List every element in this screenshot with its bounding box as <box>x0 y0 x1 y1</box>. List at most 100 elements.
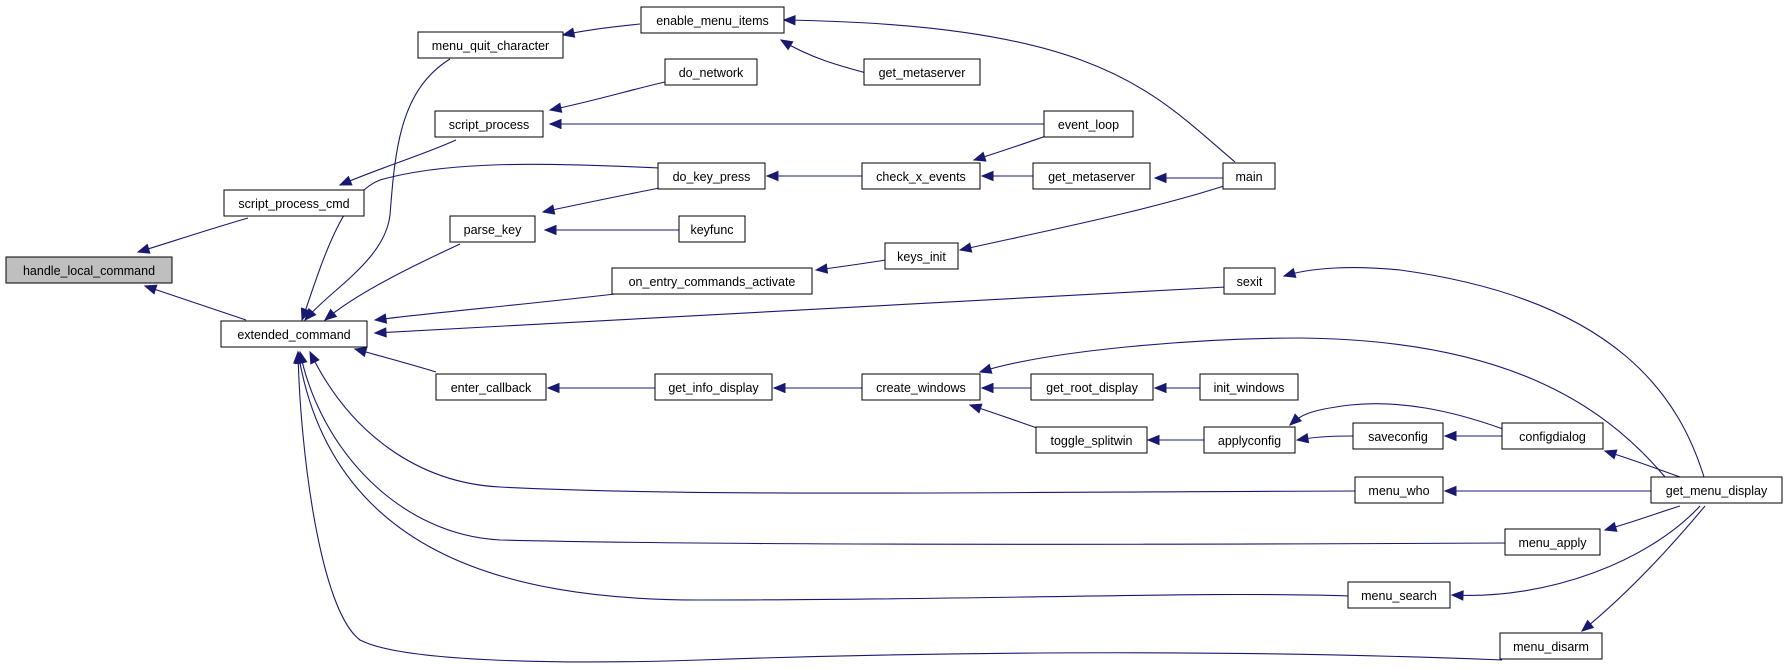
arrowhead <box>1443 485 1457 497</box>
node-enter-callback[interactable]: enter_callback <box>435 373 547 401</box>
node-box[interactable] <box>1032 162 1151 190</box>
node-label: event_loop <box>1058 118 1119 132</box>
edge-keys_init-to-on_entry_commands_activate <box>814 259 887 274</box>
node-create-windows[interactable]: create_windows <box>861 373 981 401</box>
node-box[interactable] <box>654 373 773 401</box>
node-label: menu_disarm <box>1513 640 1589 654</box>
node-script-process-cmd[interactable]: script_process_cmd <box>223 189 365 217</box>
node-event-loop[interactable]: event_loop <box>1043 110 1134 138</box>
node-parse-key[interactable]: parse_key <box>449 215 536 243</box>
node-box[interactable] <box>1499 632 1603 660</box>
node-keys-init[interactable]: keys_init <box>884 242 959 270</box>
node-applyconfig[interactable]: applyconfig <box>1203 426 1296 454</box>
edge-on_entry_commands_activate-to-extended_command <box>373 293 616 324</box>
node-label: handle_local_command <box>23 264 155 278</box>
edge-event_loop-to-check_x_events <box>972 135 1047 162</box>
node-box[interactable] <box>435 373 547 401</box>
node-box[interactable] <box>678 215 746 243</box>
arrowhead <box>1603 449 1618 460</box>
node-box[interactable] <box>1035 426 1148 454</box>
arrowhead <box>309 350 320 365</box>
arrowhead <box>541 204 556 215</box>
edge-menu_disarm-to-extended_command <box>293 350 1503 663</box>
arrowhead <box>958 242 973 253</box>
node-box[interactable] <box>5 256 173 284</box>
node-box[interactable] <box>1222 162 1276 190</box>
node-box[interactable] <box>657 162 766 190</box>
node-box[interactable] <box>1504 528 1601 556</box>
node-box[interactable] <box>1347 581 1451 609</box>
node-saveconfig[interactable]: saveconfig <box>1352 422 1444 450</box>
node-box[interactable] <box>1043 110 1134 138</box>
edge-line <box>783 19 1236 163</box>
node-box[interactable] <box>1354 476 1444 504</box>
arrowhead <box>814 263 829 274</box>
node-box[interactable] <box>640 6 785 34</box>
node-main[interactable]: main <box>1222 162 1276 190</box>
node-label: get_menu_display <box>1666 484 1768 498</box>
node-enable-menu-items[interactable]: enable_menu_items <box>640 6 785 34</box>
edge-get_menu_display-to-menu_apply <box>1603 505 1681 532</box>
node-label: parse_key <box>464 223 522 237</box>
node-do-key-press[interactable]: do_key_press <box>657 162 766 190</box>
node-configdialog[interactable]: configdialog <box>1501 422 1604 450</box>
node-box[interactable] <box>861 373 981 401</box>
node-box[interactable] <box>884 242 959 270</box>
edge-configdialog-to-saveconfig <box>1443 430 1504 442</box>
edge-main-to-keys_init <box>958 184 1228 253</box>
node-box[interactable] <box>449 215 536 243</box>
edge-do_key_press-to-extended_command <box>300 163 661 322</box>
edge-configdialog-to-applyconfig <box>1289 403 1504 430</box>
arrowhead <box>293 350 304 364</box>
edge-check_x_events-to-do_key_press <box>765 170 864 182</box>
node-label: get_metaserver <box>1048 170 1135 184</box>
edge-main-to-get_metaserver_b <box>1153 172 1224 184</box>
node-box[interactable] <box>1352 422 1444 450</box>
node-toggle-splitwin[interactable]: toggle_splitwin <box>1035 426 1148 454</box>
node-box[interactable] <box>1501 422 1604 450</box>
node-menu-search[interactable]: menu_search <box>1347 581 1451 609</box>
node-box[interactable] <box>1650 476 1783 504</box>
edge-line <box>137 217 249 253</box>
node-handle-local-command[interactable]: handle_local_command <box>5 256 173 284</box>
node-on-entry-commands-activate[interactable]: on_entry_commands_activate <box>611 267 813 295</box>
node-get-root-display[interactable]: get_root_display <box>1030 373 1154 401</box>
node-get-metaserver-b[interactable]: get_metaserver <box>1032 162 1151 190</box>
node-get-menu-display[interactable]: get_menu_display <box>1650 476 1783 504</box>
node-box[interactable] <box>1199 373 1299 401</box>
node-box[interactable] <box>1030 373 1154 401</box>
node-script-process[interactable]: script_process <box>434 110 544 138</box>
node-box[interactable] <box>1203 426 1296 454</box>
node-menu-apply[interactable]: menu_apply <box>1504 528 1601 556</box>
node-box[interactable] <box>611 267 813 295</box>
node-menu-who[interactable]: menu_who <box>1354 476 1444 504</box>
node-box[interactable] <box>417 31 564 59</box>
node-init-windows[interactable]: init_windows <box>1199 373 1299 401</box>
node-label: menu_search <box>1361 589 1437 603</box>
node-check-x-events[interactable]: check_x_events <box>861 162 981 190</box>
node-box[interactable] <box>220 320 368 348</box>
arrowhead <box>1295 432 1310 444</box>
node-get-info-display[interactable]: get_info_display <box>654 373 773 401</box>
node-do-network[interactable]: do_network <box>664 58 758 86</box>
node-menu-quit-character[interactable]: menu_quit_character <box>417 31 564 59</box>
edge-line <box>301 163 661 321</box>
node-label: create_windows <box>876 381 966 395</box>
node-box[interactable] <box>223 189 365 217</box>
node-keyfunc[interactable]: keyfunc <box>678 215 746 243</box>
node-menu-disarm[interactable]: menu_disarm <box>1499 632 1603 660</box>
edge-line <box>304 58 451 321</box>
node-extended-command[interactable]: extended_command <box>220 320 368 348</box>
arrowhead <box>1443 430 1457 442</box>
arrowhead <box>373 327 387 338</box>
node-box[interactable] <box>664 58 758 86</box>
node-get-metaserver-a[interactable]: get_metaserver <box>863 58 981 86</box>
node-box[interactable] <box>861 162 981 190</box>
edge-enable_menu_items-to-menu_quit_character <box>561 23 641 38</box>
node-box[interactable] <box>1223 267 1276 295</box>
node-box[interactable] <box>434 110 544 138</box>
node-box[interactable] <box>863 58 981 86</box>
node-sexit[interactable]: sexit <box>1223 267 1276 295</box>
node-label: script_process_cmd <box>238 197 349 211</box>
node-label: get_metaserver <box>879 66 966 80</box>
